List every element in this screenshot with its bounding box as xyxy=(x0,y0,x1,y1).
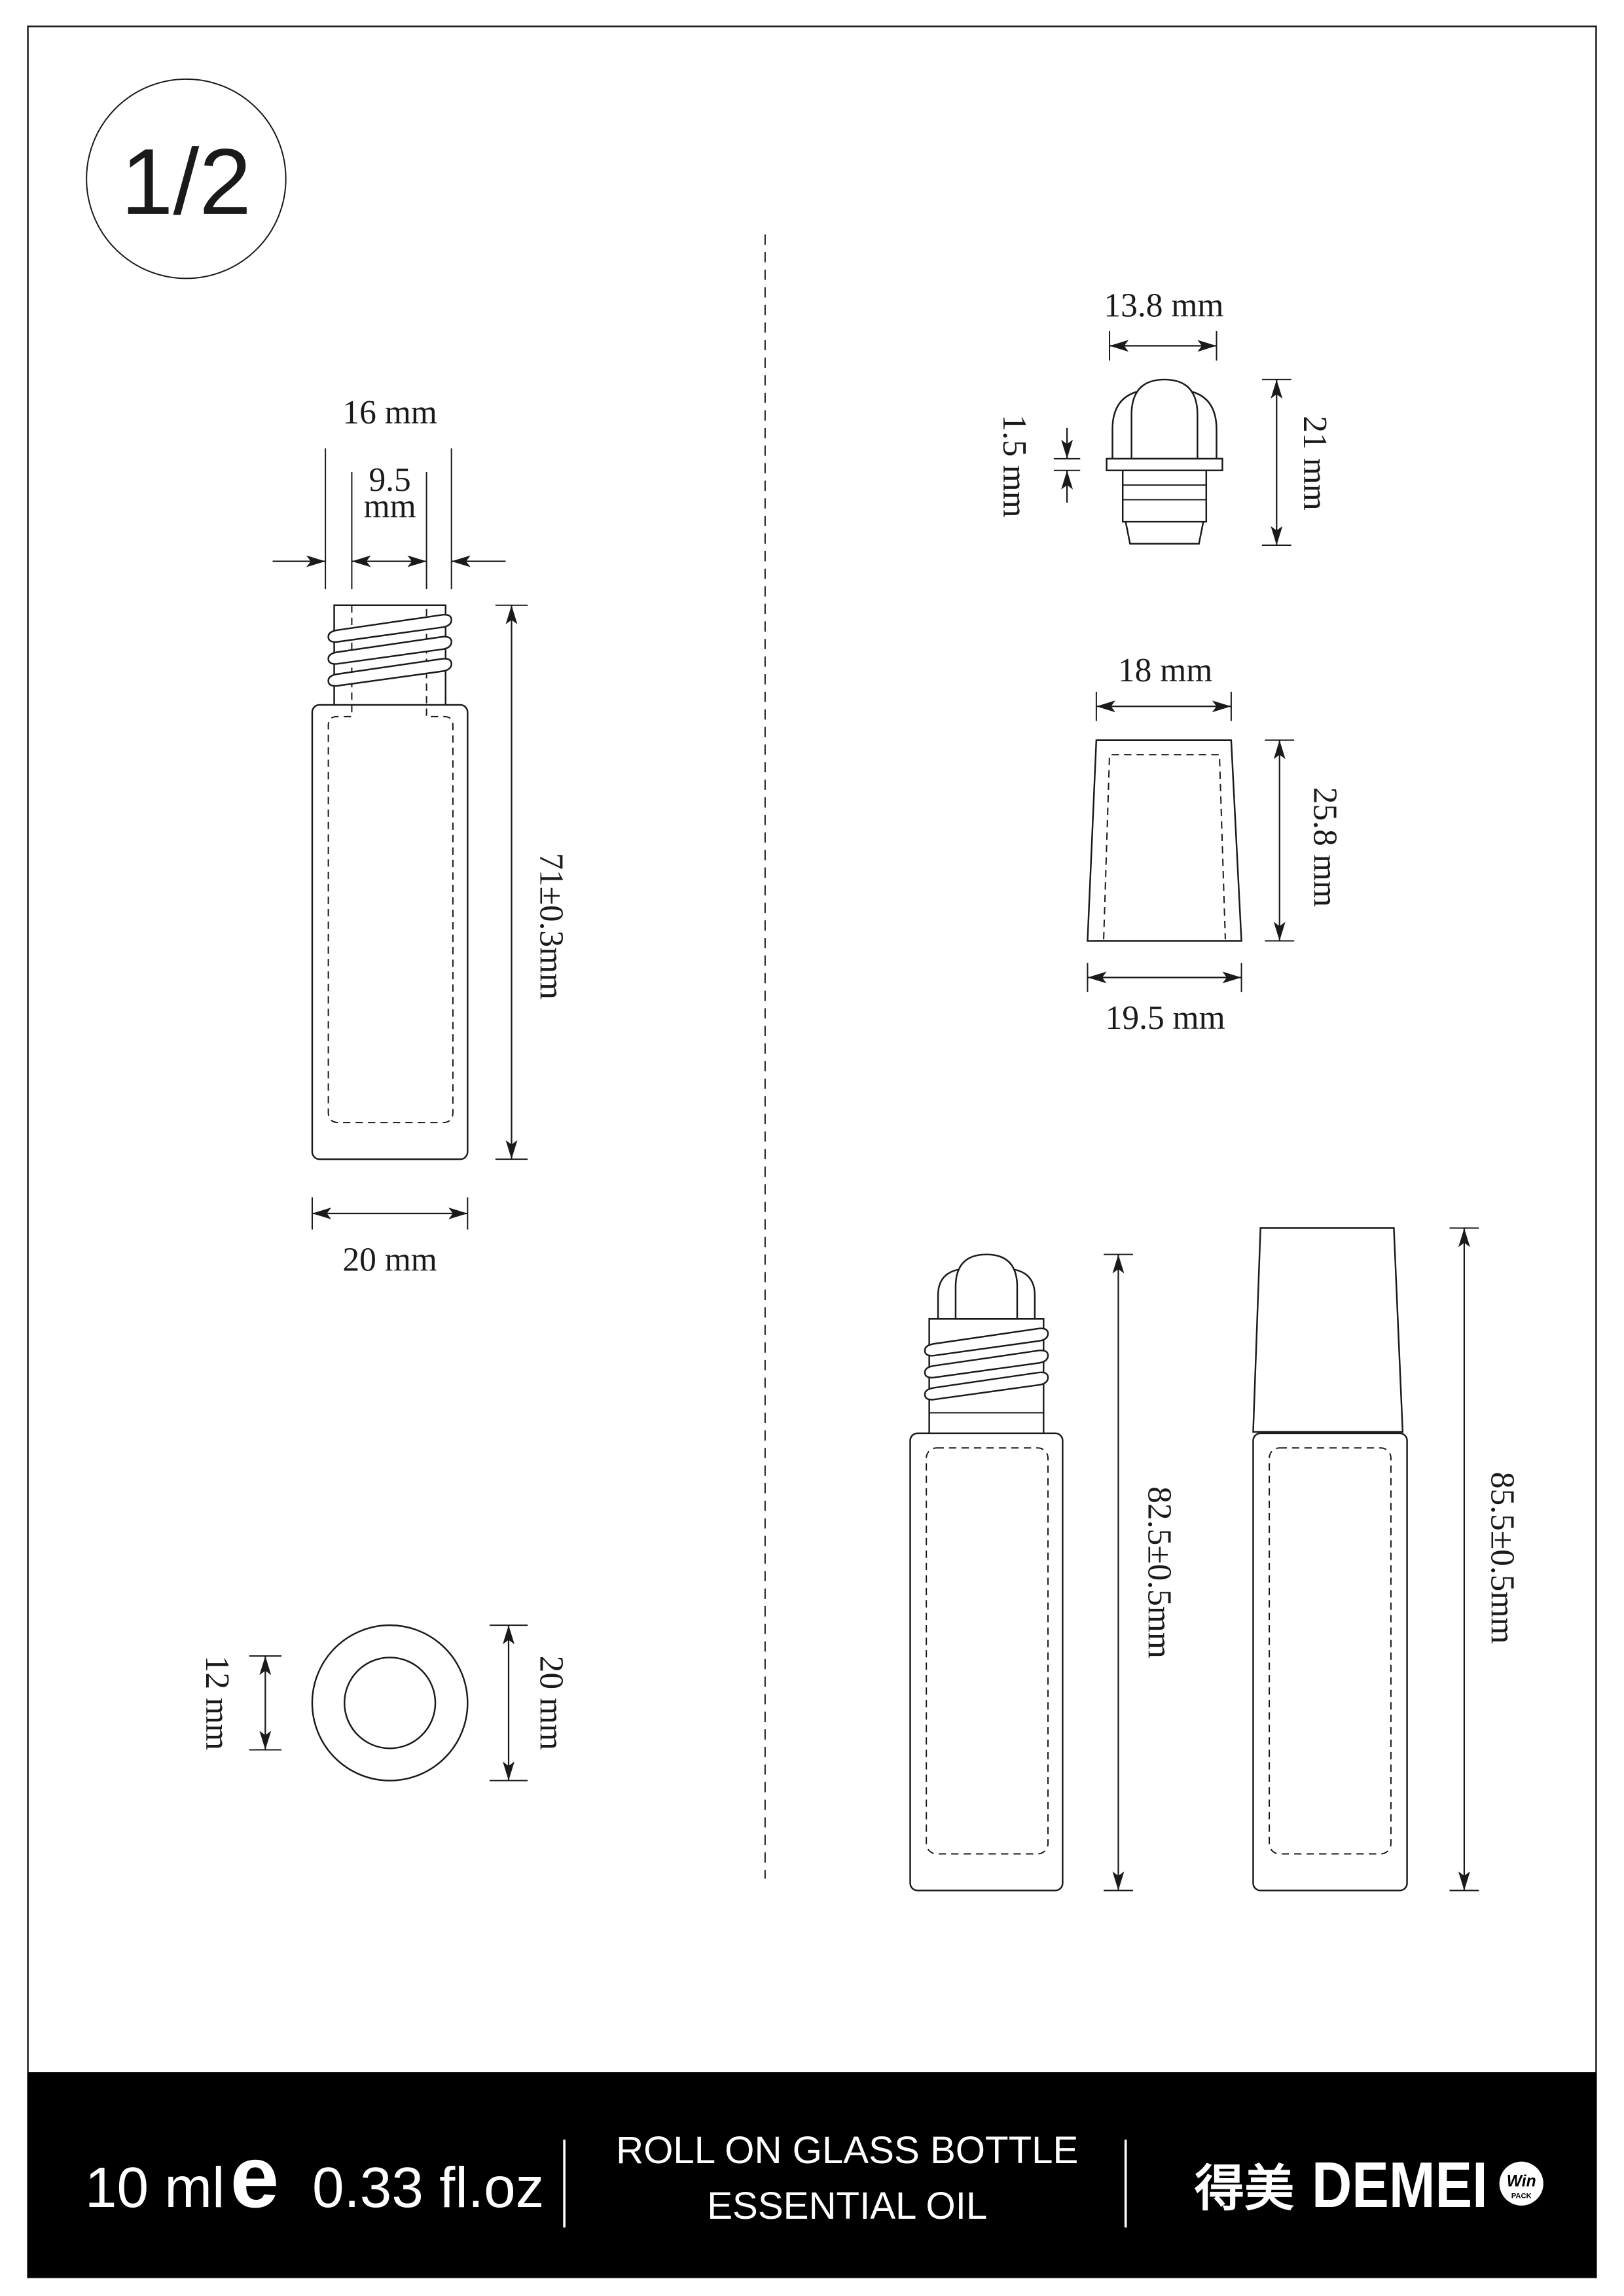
brand-name: DEMEI xyxy=(1312,2149,1488,2221)
roller-ball xyxy=(954,1253,1019,1320)
cap-view xyxy=(1087,739,1242,942)
cap-height-label: 25.8 mm xyxy=(1307,787,1344,907)
thread-ridge xyxy=(327,613,452,643)
product-title-line-2: ESSENTIAL OIL xyxy=(707,2185,987,2227)
dim-neck-outer-diameter: 16 mm xyxy=(272,394,506,590)
dim-cap-height: 25.8 mm xyxy=(1265,739,1344,942)
roller-flange xyxy=(1106,457,1223,471)
neck-inner-circle xyxy=(343,1657,437,1749)
dim-bottle-width: 20 mm xyxy=(311,1197,469,1278)
bottle-inner-wall xyxy=(1269,1447,1392,1855)
bottle-inner-wall xyxy=(926,1447,1049,1855)
roller-flange-label: 1.5 mm xyxy=(996,414,1033,517)
bottle-front-view xyxy=(311,604,469,1160)
bottle-width-label: 20 mm xyxy=(342,1241,437,1278)
footer: 10 ml e 0.33 fl.oz ROLL ON GLASS BOTTLE … xyxy=(27,2072,1597,2278)
thread-ridge xyxy=(924,1327,1049,1357)
dim-ring-outer-diameter: 20 mm xyxy=(489,1624,569,1782)
brand-logo: 得美 DEMEI Win PACK xyxy=(1195,2149,1543,2221)
cap-inner-wall xyxy=(1103,754,1226,940)
winpack-badge-icon: Win PACK xyxy=(1499,2161,1543,2206)
neck-inner-diameter-value: 9.5 xyxy=(369,461,410,499)
brand-chinese: 得美 xyxy=(1195,2161,1294,2217)
dim-cap-bottom: 19.5 mm xyxy=(1087,963,1242,1037)
cap-outline xyxy=(1087,739,1242,942)
assembled-capped-bottle xyxy=(1252,1227,1408,1892)
roller-stem xyxy=(1121,469,1208,523)
thread-ridge xyxy=(924,1349,1049,1379)
bottle-body-outline xyxy=(909,1432,1064,1892)
bottle-neck-threads xyxy=(327,613,452,687)
stem-tip xyxy=(1125,521,1204,545)
roller-ball xyxy=(1130,378,1199,460)
bottle-height-label: 71±0.3mm xyxy=(532,853,569,999)
assembled-cap-height-label: 85.5±0.5mm xyxy=(1484,1472,1521,1644)
volume-floz: 0.33 fl.oz xyxy=(312,2155,544,2219)
dim-bottle-height: 71±0.3mm xyxy=(495,604,569,1160)
page-number: 1/2 xyxy=(121,130,251,234)
assembled-roller-height-label: 82.5±0.5mm xyxy=(1141,1486,1178,1659)
cap-outline xyxy=(1252,1227,1404,1433)
dim-ring-inner-diameter: 12 mm xyxy=(198,1655,281,1751)
page-frame xyxy=(27,26,1597,2278)
thread-ridge xyxy=(924,1371,1049,1401)
dim-cap-top: 18 mm xyxy=(1095,652,1232,721)
product-title-line-1: ROLL ON GLASS BOTTLE xyxy=(616,2129,1078,2172)
bottle-body-outline xyxy=(1252,1432,1408,1892)
estimated-sign: e xyxy=(230,2128,280,2226)
roller-width-label: 13.8 mm xyxy=(1104,287,1223,325)
badge-subword: PACK xyxy=(1511,2193,1532,2200)
roller-ball-insert xyxy=(1106,378,1223,545)
volume-ml: 10 ml xyxy=(85,2155,225,2219)
thread-ridge xyxy=(327,658,452,687)
badge-word: Win xyxy=(1507,2173,1536,2191)
dim-roller-flange: 1.5 mm xyxy=(996,414,1081,518)
ring-outer-diameter-label: 20 mm xyxy=(532,1656,569,1750)
cap-bottom-label: 19.5 mm xyxy=(1106,999,1225,1037)
footer-band xyxy=(27,2072,1597,2278)
page-number-circle xyxy=(86,78,287,279)
roller-height-label: 21 mm xyxy=(1296,416,1333,510)
thread-ridge xyxy=(327,636,452,665)
badge-circle xyxy=(1499,2161,1543,2206)
neck-top-view xyxy=(311,1624,469,1782)
dim-roller-width: 13.8 mm xyxy=(1104,287,1223,361)
ring-inner-diameter-label: 12 mm xyxy=(198,1656,236,1750)
neck-outer-circle xyxy=(311,1624,469,1782)
bottle-body-outline xyxy=(311,704,469,1160)
dim-assembled-cap-height: 85.5±0.5mm xyxy=(1449,1227,1521,1892)
dim-roller-height: 21 mm xyxy=(1261,378,1333,546)
neck-outer-diameter-label: 16 mm xyxy=(342,394,437,431)
dim-assembled-roller-height: 82.5±0.5mm xyxy=(1104,1253,1178,1892)
assembled-roller-bottle xyxy=(909,1253,1064,1892)
cap-top-label: 18 mm xyxy=(1118,652,1212,689)
neck-inner-diameter-unit: mm xyxy=(364,488,416,525)
dim-neck-inner-diameter: 9.5 mm xyxy=(351,461,427,590)
page-number-badge: 1/2 xyxy=(86,78,287,279)
bottle-neck-threads xyxy=(924,1327,1049,1401)
